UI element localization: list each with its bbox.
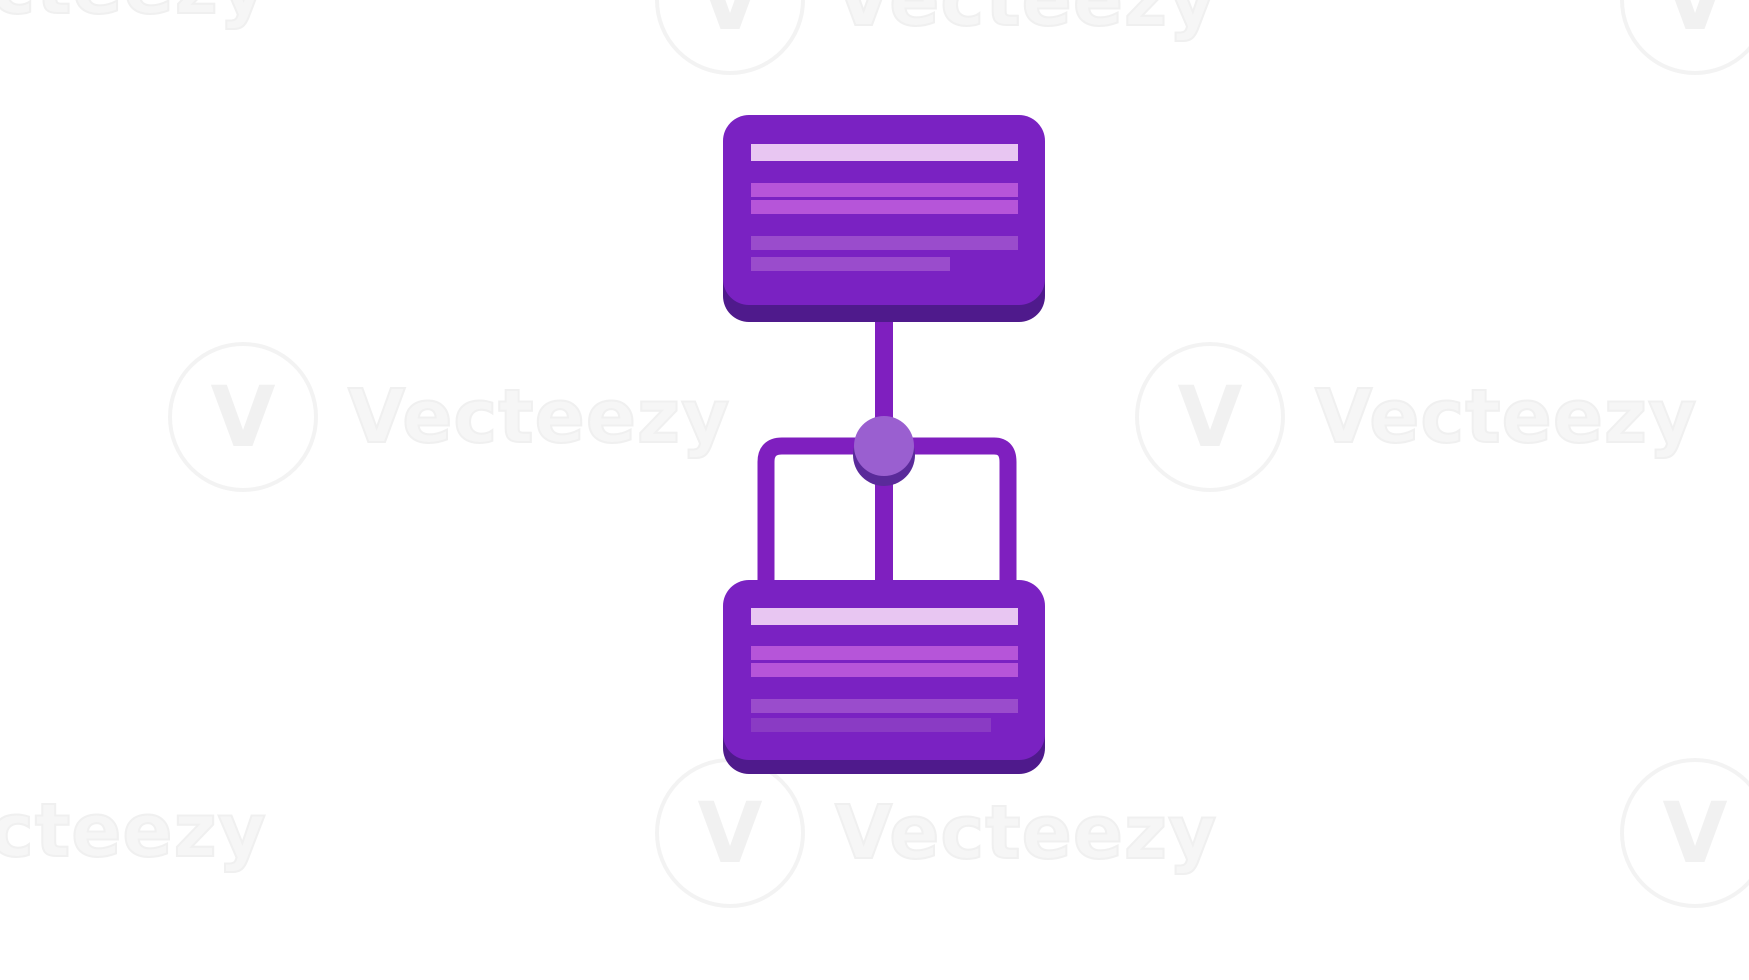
bottom-card-text-line (751, 699, 1018, 713)
top-card-title-line (751, 144, 1018, 161)
top-card-text-line (751, 257, 950, 271)
bottom-card-title-line (751, 608, 1018, 625)
top-card-text-line (751, 236, 1018, 250)
bottom-card-text-line (751, 663, 1018, 677)
top-card-text-line (751, 200, 1018, 214)
top-card (723, 115, 1045, 322)
bottom-card-text-line (751, 646, 1018, 660)
bottom-card (723, 580, 1045, 774)
top-card-text-line (751, 183, 1018, 197)
bottom-card-text-line (751, 718, 991, 732)
center-connector-line (875, 470, 893, 584)
hub-circle (854, 416, 914, 476)
top-connector-line (875, 318, 893, 426)
